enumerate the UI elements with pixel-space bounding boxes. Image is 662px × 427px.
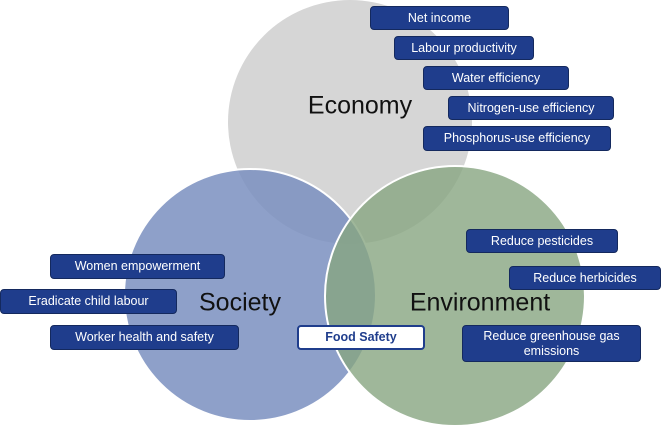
- environment-item-pesticides: Reduce pesticides: [466, 229, 618, 253]
- environment-item-herbicides: Reduce herbicides: [509, 266, 661, 290]
- economy-item-nitrogen: Nitrogen-use efficiency: [448, 96, 614, 120]
- environment-item-greenhouse: Reduce greenhouse gas emissions: [462, 325, 641, 362]
- economy-item-phosphorus: Phosphorus-use efficiency: [423, 126, 611, 151]
- society-item-child-labour: Eradicate child labour: [0, 289, 177, 314]
- food-safety-box: Food Safety: [297, 325, 425, 350]
- economy-item-water-efficiency: Water efficiency: [423, 66, 569, 90]
- environment-label: Environment: [409, 288, 551, 317]
- society-item-worker-safety: Worker health and safety: [50, 325, 239, 350]
- society-item-women: Women empowerment: [50, 254, 225, 279]
- economy-label: Economy: [307, 91, 413, 120]
- society-label: Society: [199, 288, 281, 317]
- economy-item-net-income: Net income: [370, 6, 509, 30]
- economy-item-labour-productivity: Labour productivity: [394, 36, 534, 60]
